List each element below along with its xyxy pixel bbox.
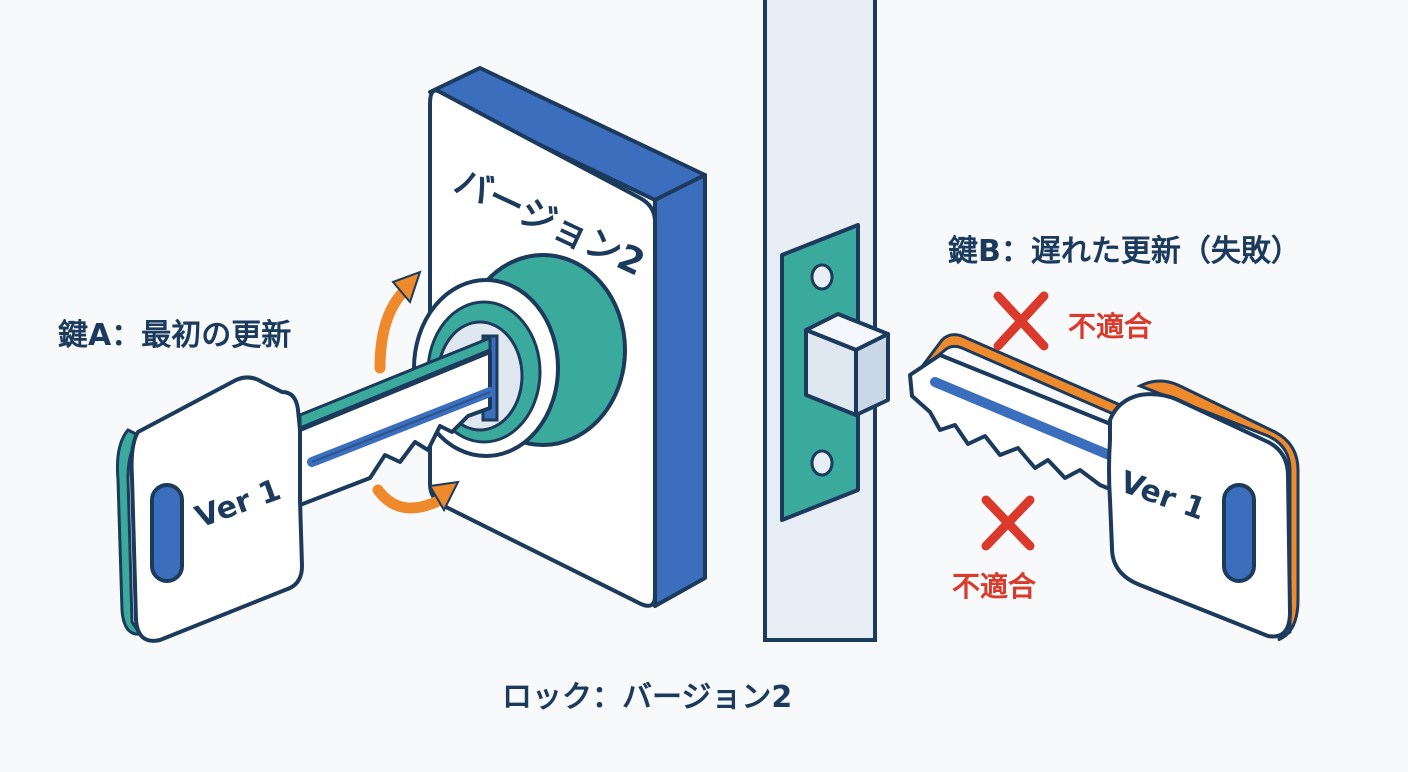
rotate-arrow-icon — [372, 270, 460, 514]
cross-mark-icon-bottom — [981, 495, 1035, 551]
mismatch-label-bottom: 不適合 — [952, 570, 1037, 603]
lock-caption: ロック：バージョン2 — [502, 680, 793, 715]
mismatch-label-top: 不適合 — [1068, 310, 1153, 343]
key-b-icon: Ver 1 — [908, 333, 1300, 642]
key-b-caption: 鍵B：遅れた更新（失敗） — [948, 234, 1301, 269]
key-a-caption: 鍵A：最初の更新 — [58, 318, 292, 353]
cross-mark-icon-top — [993, 291, 1049, 351]
key-a-icon: Ver 1 — [116, 335, 495, 643]
latch-bolt — [804, 312, 890, 417]
